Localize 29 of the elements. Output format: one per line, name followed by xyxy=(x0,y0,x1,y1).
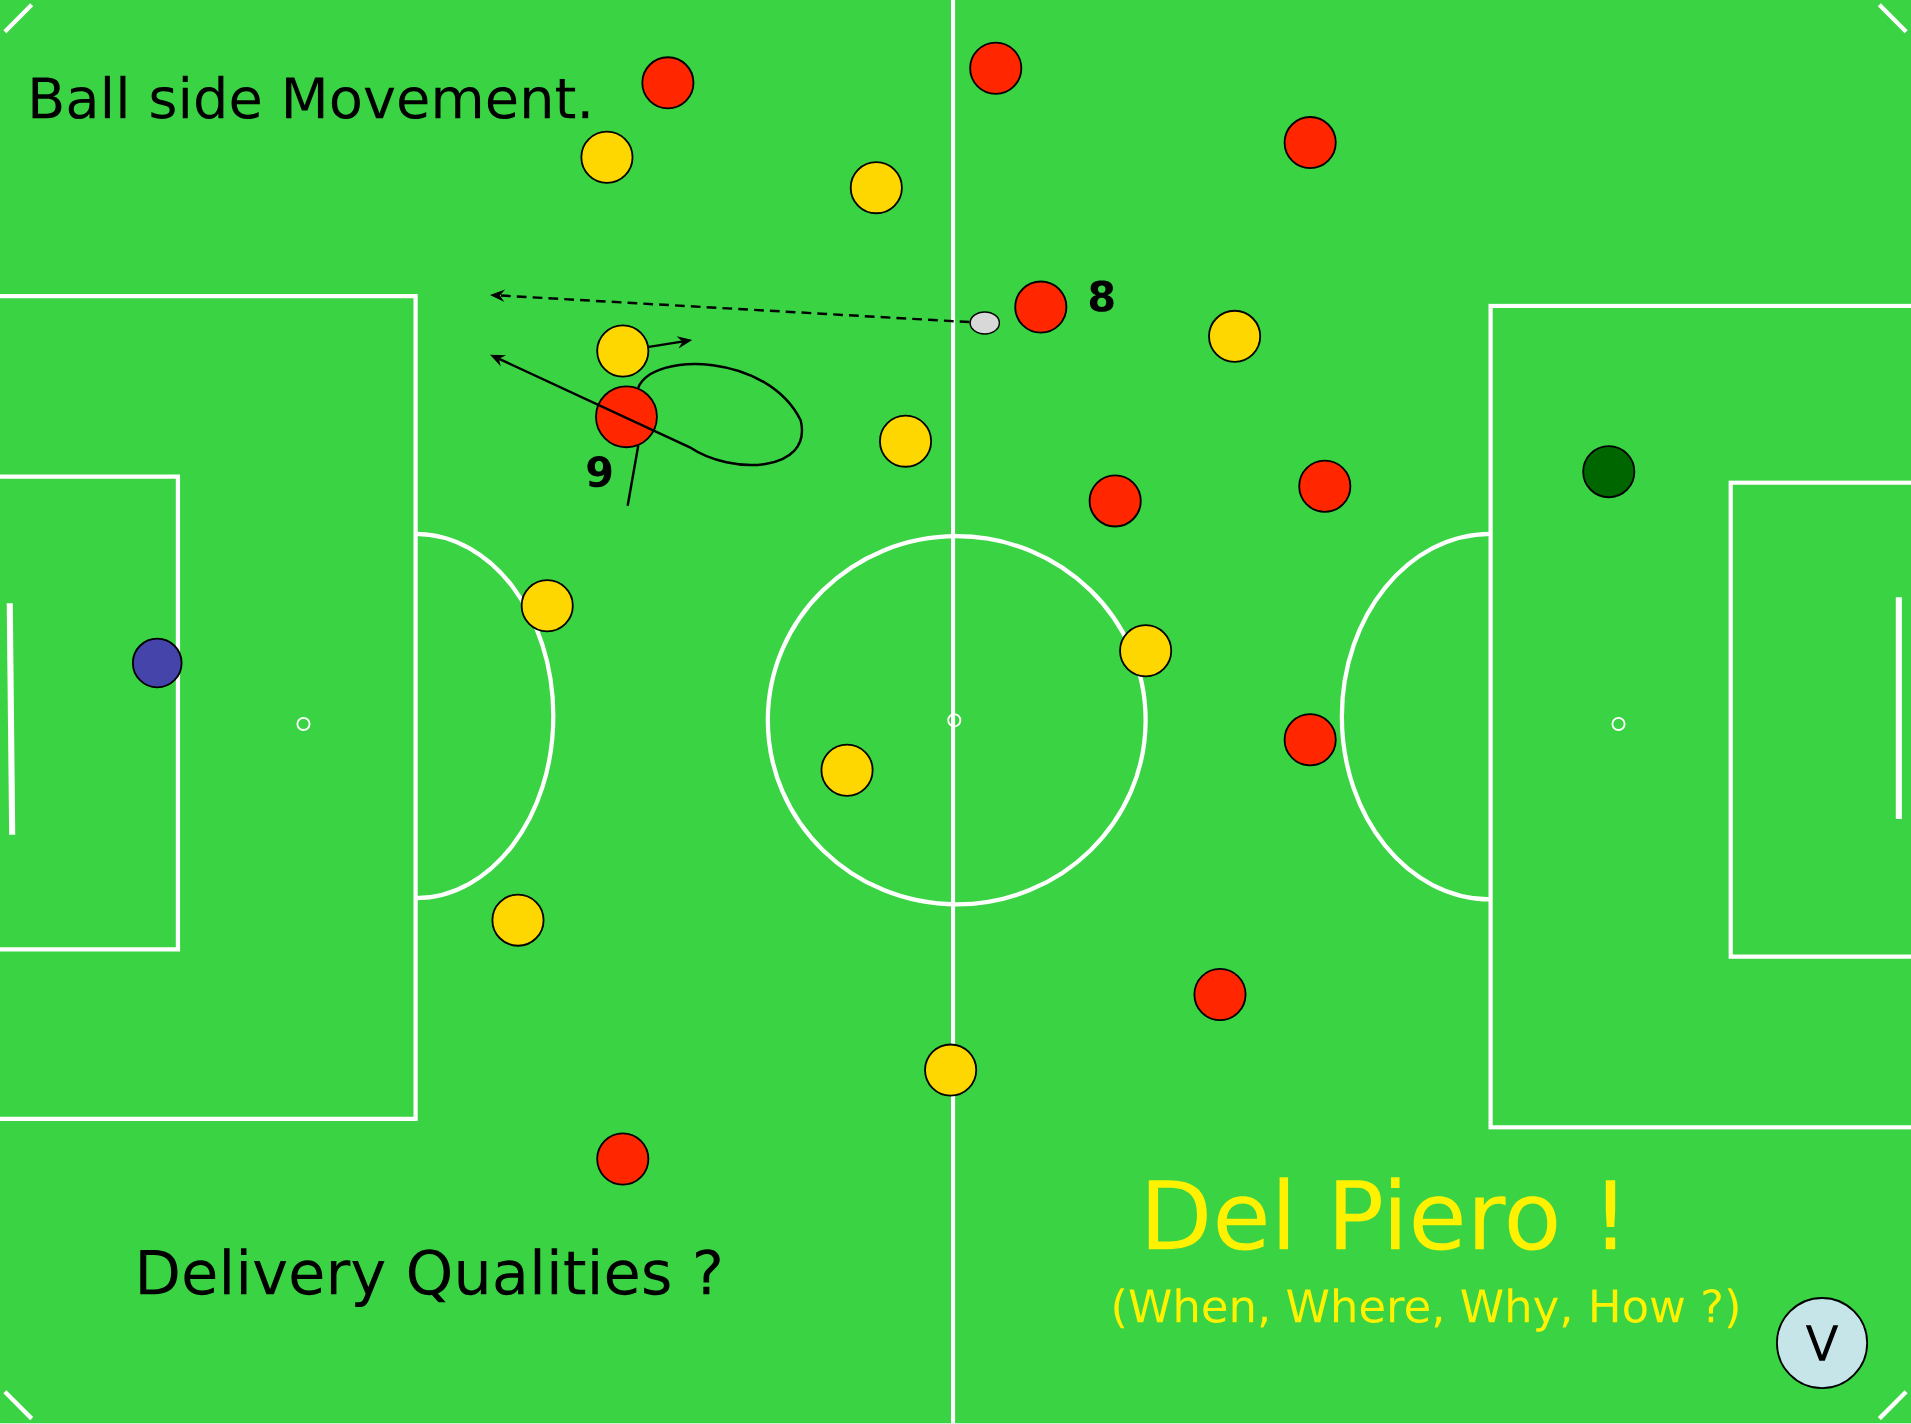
player-marker xyxy=(1298,460,1352,514)
player-marker xyxy=(596,1132,650,1186)
player-marker xyxy=(641,56,695,110)
player-marker xyxy=(1088,474,1142,528)
player-marker xyxy=(1582,445,1636,499)
player-marker xyxy=(131,637,183,689)
title: Ball side Movement. xyxy=(32,76,589,120)
annotation-text: Delivery Qualities ? xyxy=(140,1248,720,1308)
annotation-text: Del Piero ! xyxy=(1148,1177,1616,1251)
player-marker xyxy=(849,161,903,215)
player-marker xyxy=(879,414,933,468)
player-marker xyxy=(491,893,545,947)
player-marker xyxy=(580,130,634,184)
player-marker xyxy=(1283,116,1337,170)
player-marker xyxy=(1208,310,1262,364)
annotation-text: (When, Where, Why, How ?) xyxy=(1114,1288,1738,1332)
player-marker xyxy=(1119,624,1173,678)
player-marker xyxy=(820,744,874,797)
player-marker xyxy=(1014,280,1068,334)
player-marker xyxy=(595,385,658,449)
ball xyxy=(969,311,1001,335)
player-number: 8 xyxy=(1089,280,1114,312)
player-marker xyxy=(969,41,1023,95)
player-marker xyxy=(1193,968,1247,1022)
player-marker xyxy=(924,1043,978,1097)
player-marker xyxy=(1283,713,1337,767)
player-marker xyxy=(520,579,574,633)
player-number: 9 xyxy=(587,456,612,488)
player-marker xyxy=(596,324,650,378)
